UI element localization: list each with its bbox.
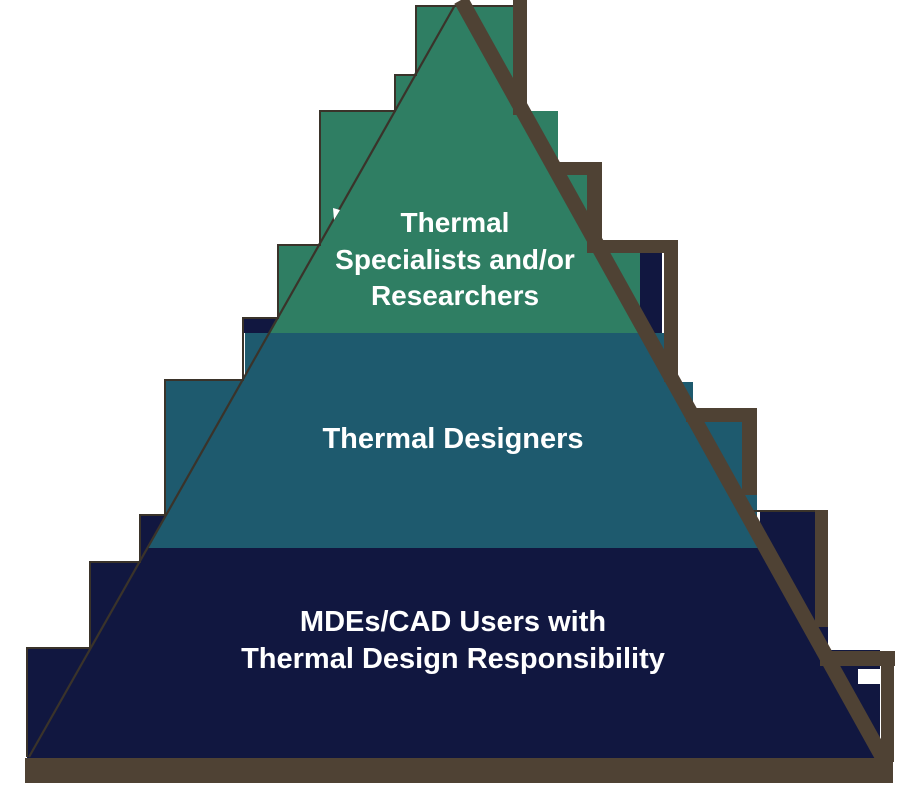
text-fragment-artifact bbox=[333, 208, 340, 220]
tier-bottom-label-line1: MDEs/CAD Users with bbox=[300, 606, 606, 638]
tier-top-label-line3: Researchers bbox=[371, 280, 539, 311]
base-bar bbox=[25, 758, 893, 783]
staircase-vertical-1 bbox=[513, 0, 527, 115]
tier-bottom-label-line2: Thermal Design Responsibility bbox=[241, 643, 665, 675]
tier-top-label-line1: Thermal bbox=[401, 207, 510, 238]
staircase-vertical-2 bbox=[587, 175, 602, 240]
triangle-left-edge bbox=[28, 4, 456, 758]
staircase-horizontal-1 bbox=[550, 162, 602, 175]
staircase-horizontal-3 bbox=[686, 408, 757, 422]
staircase-horizontal-2 bbox=[587, 240, 678, 253]
staircase-vertical-5 bbox=[815, 510, 828, 627]
staircase-vertical-6 bbox=[881, 666, 894, 762]
staircase-horizontal-6 bbox=[820, 651, 895, 666]
tier-bottom-band bbox=[29, 548, 880, 757]
staircase-vertical-4 bbox=[742, 422, 757, 495]
tier-middle-label: Thermal Designers bbox=[322, 423, 583, 455]
left-steps-outline bbox=[26, 5, 527, 757]
shadow-peek-left-cap bbox=[243, 318, 278, 333]
staircase-white-notch bbox=[858, 669, 882, 684]
tier-top-label-line2: Specialists and/or bbox=[335, 244, 575, 275]
shadow-peek-right-green bbox=[640, 240, 662, 333]
staircase-vertical-3 bbox=[664, 240, 678, 382]
